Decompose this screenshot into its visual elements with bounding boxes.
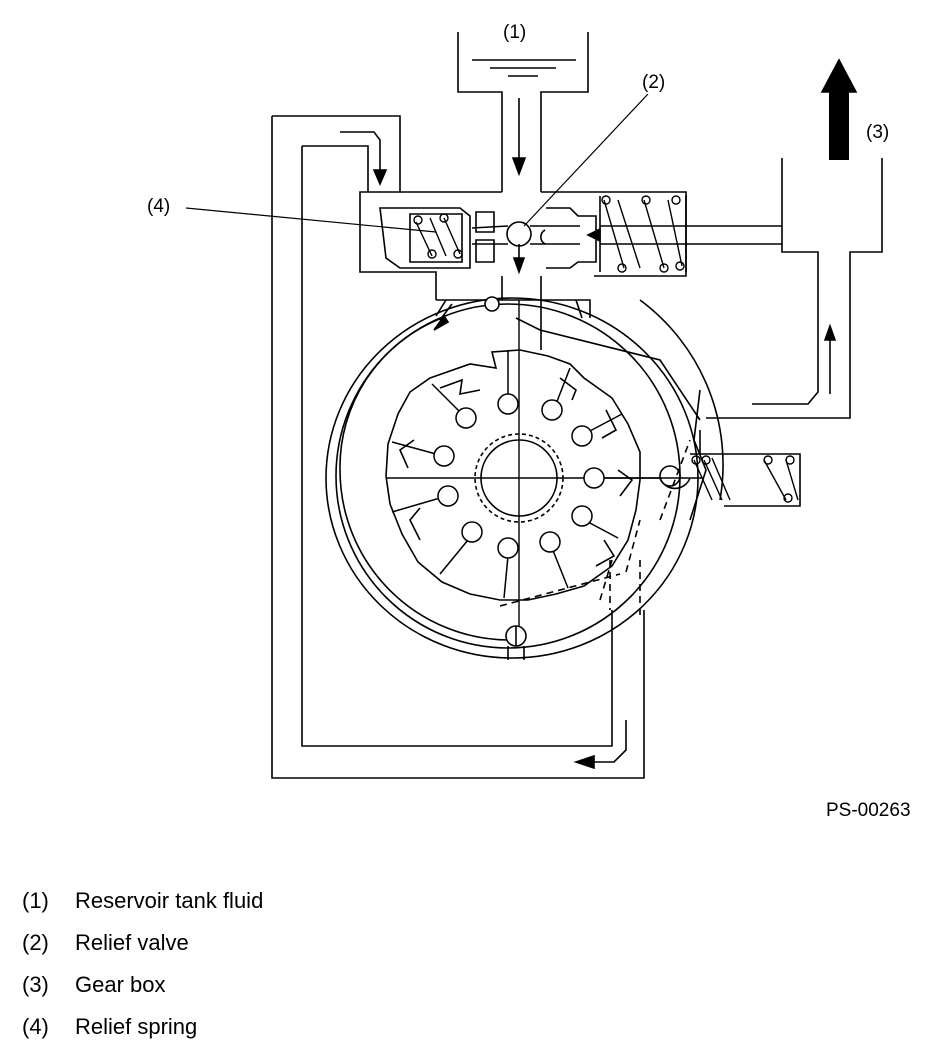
legend-number: (3) [22,972,49,997]
relief-valve-housing [380,192,782,350]
legend: (1)Reservoir tank fluid (2)Relief valve … [22,888,263,1056]
cam-ring [386,350,640,600]
callout-3: (3) [866,122,890,143]
figure-id: PS-00263 [826,800,911,821]
callout-2: (2) [642,72,666,93]
legend-number: (4) [22,1014,49,1039]
legend-label: Gear box [75,972,166,997]
legend-item: (3) Gear box [22,972,263,1014]
callout-1: (1) [503,22,527,43]
legend-number: (2) [22,930,49,955]
relief-spring [414,214,462,258]
legend-item: (4) Relief spring [22,1014,263,1056]
leader-lines [186,94,648,232]
legend-item: (1) Reservoir tank fluid [22,888,263,930]
gear-box-line [706,60,882,418]
legend-number: (1) [22,888,49,913]
callout-4: (4) [147,196,171,217]
flow-control-valve [660,430,800,506]
legend-label: Relief valve [75,930,189,955]
return-line [272,116,644,778]
reservoir-tank [458,32,588,192]
legend-label: Reservoir tank fluid [75,888,264,913]
legend-label: Relief spring [75,1014,198,1039]
legend-item: (2) Relief valve [22,930,263,972]
pump-diagram [0,0,944,860]
flow-control-spring [602,196,684,272]
bottom-port [506,626,526,660]
rotor-vanes [386,300,704,640]
